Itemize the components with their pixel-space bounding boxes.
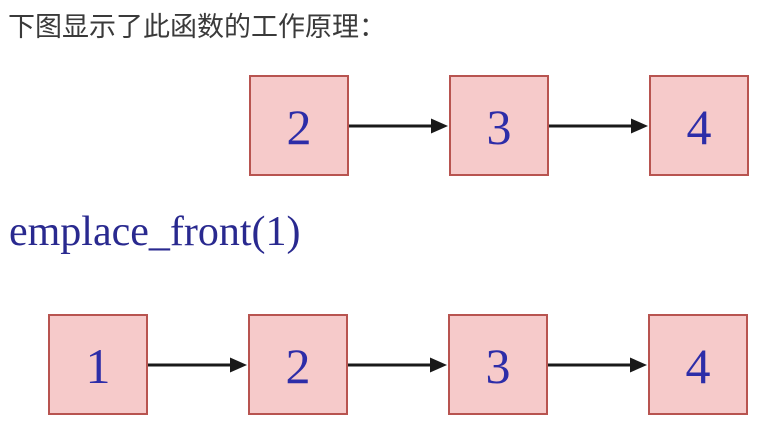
right-arrow-icon xyxy=(548,357,647,372)
list-node: 4 xyxy=(649,75,749,176)
list-node: 4 xyxy=(648,314,748,415)
list-node: 2 xyxy=(248,314,348,415)
node-value: 4 xyxy=(685,337,711,394)
right-arrow-icon xyxy=(348,357,447,372)
linked-list-before: 2 3 4 xyxy=(249,75,749,176)
node-value: 4 xyxy=(686,98,712,155)
right-arrow-icon xyxy=(148,357,247,372)
list-node: 1 xyxy=(48,314,148,415)
node-value: 2 xyxy=(285,337,311,394)
list-node: 3 xyxy=(448,314,548,415)
node-value: 3 xyxy=(486,98,512,155)
node-value: 1 xyxy=(85,337,111,394)
right-arrow-icon xyxy=(549,118,648,133)
intro-text: 下图显示了此函数的工作原理： xyxy=(8,12,386,42)
node-value: 3 xyxy=(485,337,511,394)
operation-label: emplace_front(1) xyxy=(9,209,301,255)
list-node: 3 xyxy=(449,75,549,176)
right-arrow-icon xyxy=(349,118,448,133)
list-node: 2 xyxy=(249,75,349,176)
linked-list-after: 1 2 3 4 xyxy=(48,314,748,415)
node-value: 2 xyxy=(286,98,312,155)
